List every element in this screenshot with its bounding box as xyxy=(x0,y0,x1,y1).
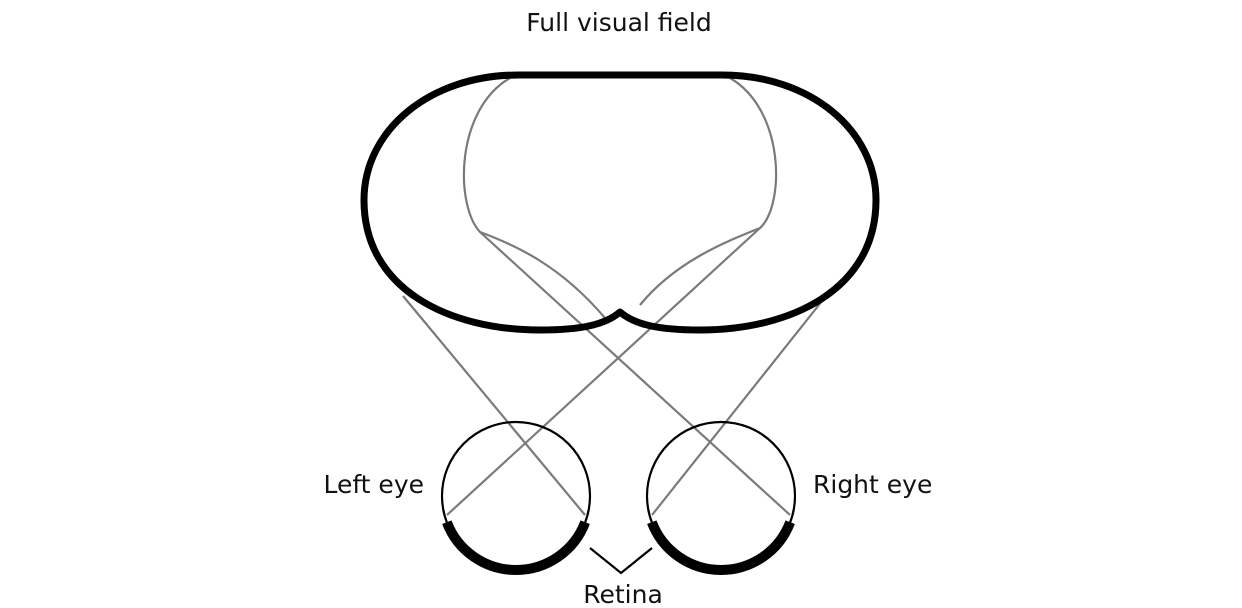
left-eye-label: Left eye xyxy=(323,470,424,499)
right-retina xyxy=(652,522,790,570)
right-eye-label: Right eye xyxy=(813,470,932,499)
left-retina xyxy=(447,522,585,570)
projection-line-right-inner xyxy=(447,228,760,515)
retina-label: Retina xyxy=(583,580,663,608)
diagram-title: Full visual field xyxy=(526,8,711,37)
right-eye-field-boundary xyxy=(640,78,776,305)
retina-pointer xyxy=(590,548,652,573)
full-visual-field-outline xyxy=(364,75,876,330)
projection-line-left-inner xyxy=(480,232,790,515)
